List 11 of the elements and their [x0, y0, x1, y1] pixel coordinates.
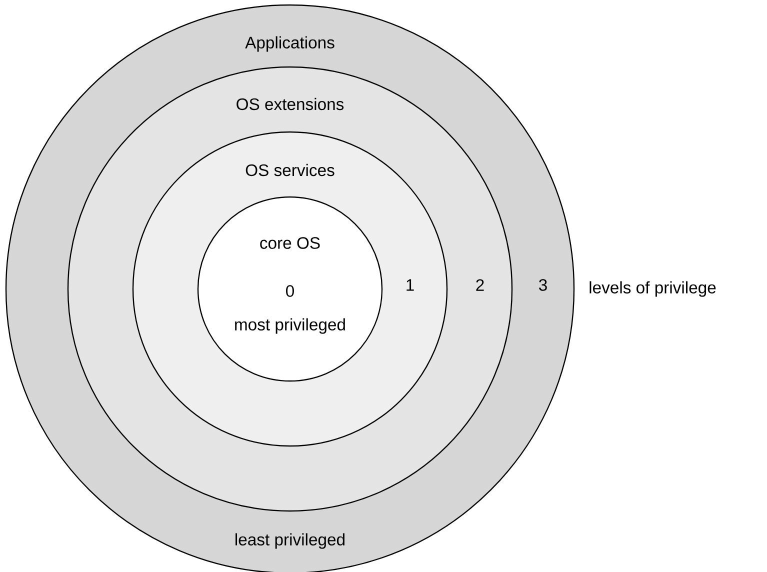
ring-label: least privileged [236, 533, 344, 549]
ring-label: OS extensions [236, 98, 344, 110]
ring-label: Applications [245, 36, 334, 52]
ring-label: most privileged [235, 318, 345, 334]
level-number: 0 [286, 285, 294, 297]
axis-label: levels of privilege [590, 281, 716, 297]
level-number: 3 [539, 279, 547, 291]
level-number: 2 [476, 279, 484, 291]
ring-label: OS services [246, 164, 334, 176]
level-number: 1 [406, 279, 414, 291]
ring-label: core OS [260, 237, 320, 249]
